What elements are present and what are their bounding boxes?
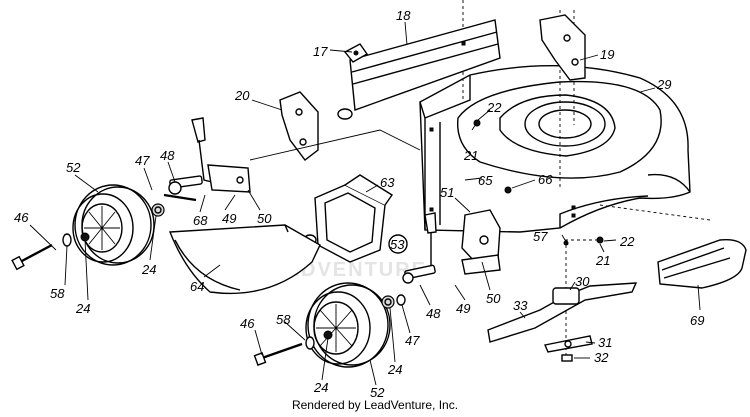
callout-30: 30: [575, 274, 590, 289]
callout-63: 63: [380, 175, 395, 190]
callout-46-right: 46: [240, 316, 255, 331]
callout-65: 65: [478, 173, 493, 188]
callout-49-right: 49: [456, 301, 470, 316]
right-front-wheel: [305, 282, 391, 368]
callout-58-left: 58: [50, 286, 65, 301]
rear-baffle: [337, 19, 501, 120]
callout-51: 51: [440, 185, 454, 200]
left-height-adjuster: [168, 117, 251, 195]
callout-48-left: 48: [160, 148, 175, 163]
callout-49-left: 49: [222, 211, 236, 226]
left-handle-bracket: [279, 91, 319, 161]
leader-lines: [29, 21, 701, 386]
callout-31: 31: [598, 335, 612, 350]
blade-assembly: [487, 282, 638, 362]
callout-numbers: 17 18 19 20 22 21 29 47 48 52 63 65 66 4…: [14, 8, 704, 400]
callout-52-right: 52: [370, 385, 385, 400]
render-credit: Rendered by LeadVenture, Inc.: [291, 398, 459, 412]
callout-58-right: 58: [276, 312, 291, 327]
callout-47-left: 47: [135, 153, 150, 168]
callout-22-top: 22: [486, 100, 502, 115]
callout-19: 19: [600, 47, 614, 62]
callout-64: 64: [190, 279, 204, 294]
callout-21-top: 21: [463, 148, 478, 163]
callout-32: 32: [594, 350, 609, 365]
callout-47-right: 47: [405, 333, 420, 348]
callout-17: 17: [313, 44, 328, 59]
callout-53: 53: [390, 237, 405, 252]
callout-18: 18: [396, 8, 411, 23]
callout-48-right: 48: [426, 306, 441, 321]
callout-29: 29: [656, 77, 671, 92]
callout-50-left: 50: [257, 211, 272, 226]
right-handle-bracket: [539, 14, 586, 81]
mower-deck: [419, 65, 691, 233]
callout-24-left-outer: 24: [75, 301, 90, 316]
callout-68: 68: [193, 213, 208, 228]
side-chute: [168, 224, 321, 295]
right-height-adjuster: [402, 209, 501, 284]
callout-24-right-outer: 24: [387, 362, 402, 377]
callout-52-left: 52: [66, 160, 81, 175]
callout-33: 33: [513, 298, 528, 313]
callout-24-left-inner: 24: [141, 262, 156, 277]
callout-21-right: 21: [595, 253, 610, 268]
callout-66: 66: [538, 172, 553, 187]
callout-46-left: 46: [14, 210, 29, 225]
left-rear-wheel: [72, 184, 155, 266]
hinge-clip: [343, 43, 369, 63]
callout-57: 57: [533, 229, 548, 244]
callout-69: 69: [690, 313, 704, 328]
callout-22-right: 22: [619, 234, 635, 249]
callout-50-right: 50: [486, 291, 501, 306]
callout-24-right-inner: 24: [313, 380, 328, 395]
callout-20: 20: [234, 88, 250, 103]
front-bumper: [657, 239, 747, 289]
